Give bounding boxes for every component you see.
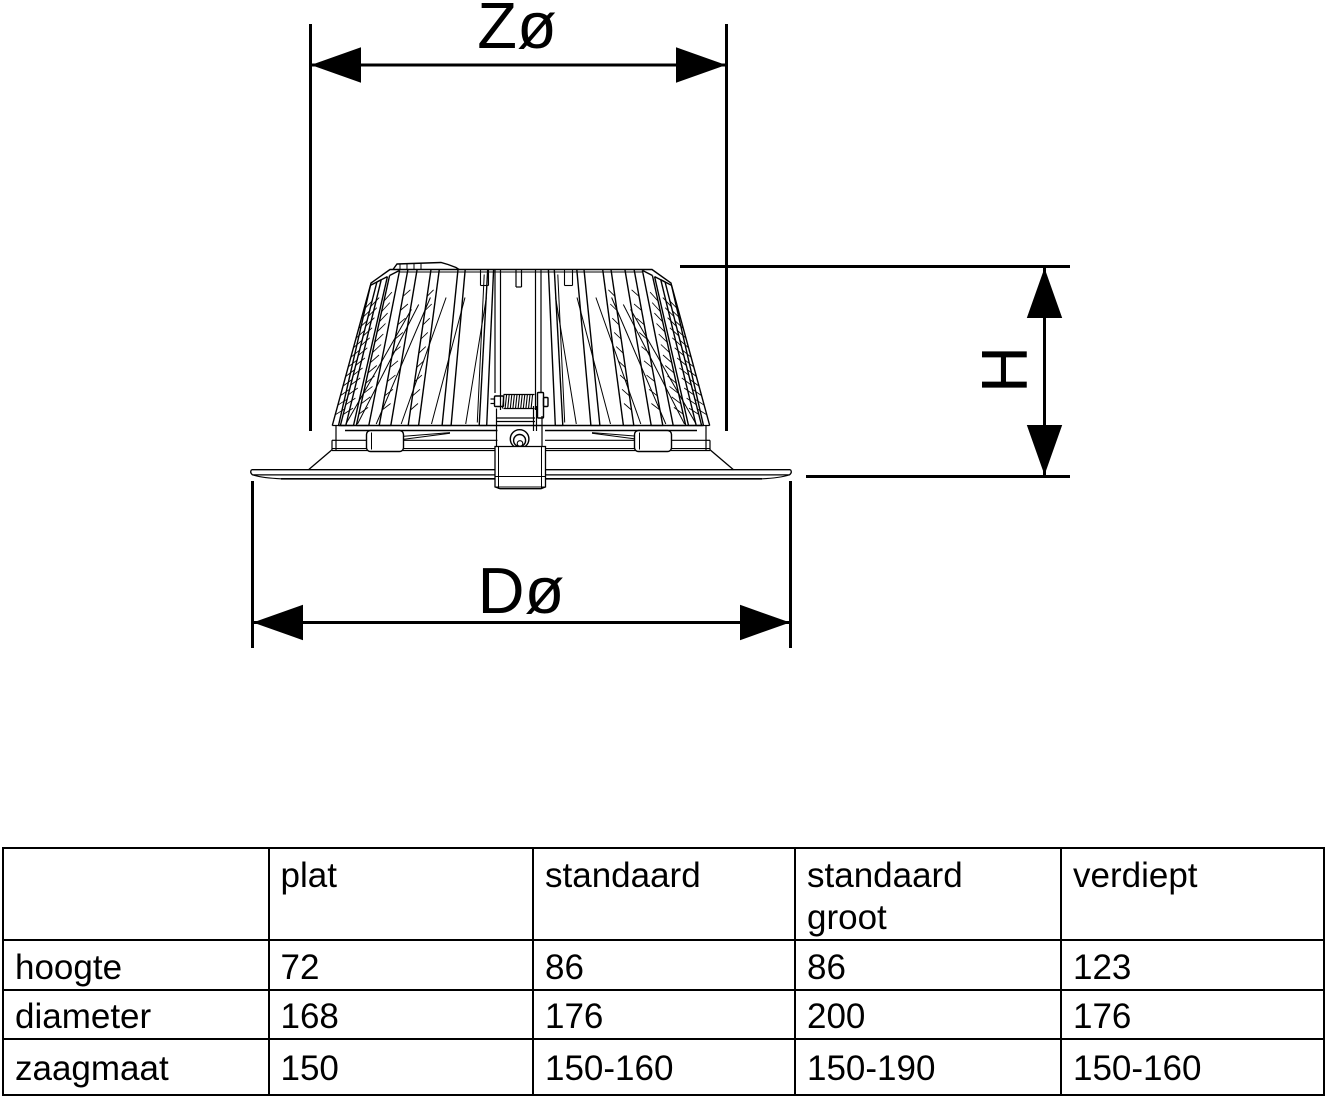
svg-text:Zø: Zø <box>477 0 556 62</box>
svg-text:H: H <box>968 346 1041 393</box>
svg-text:Dø: Dø <box>478 554 565 627</box>
